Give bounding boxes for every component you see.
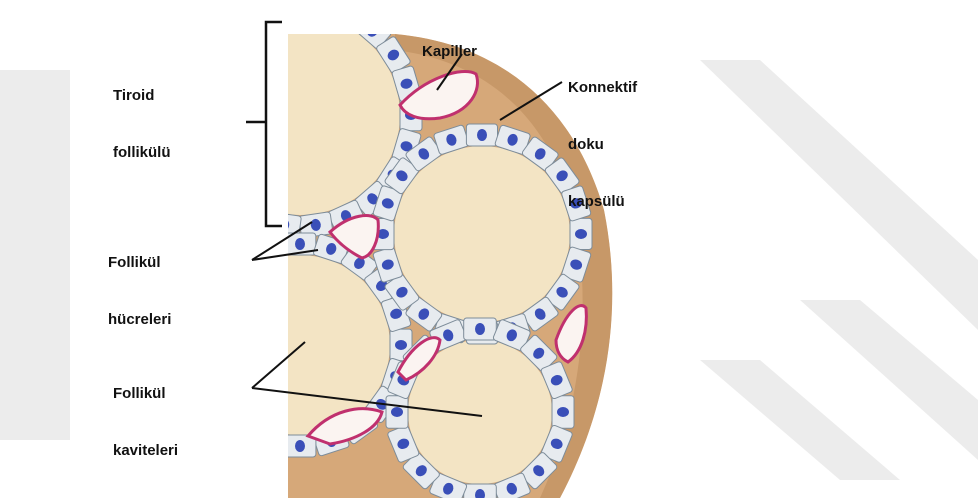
- cell-nucleus: [339, 6, 353, 21]
- cell-nucleus: [295, 440, 305, 452]
- cell-nucleus: [575, 229, 587, 239]
- follicle-cell: [200, 266, 236, 305]
- cell-nucleus: [557, 407, 569, 417]
- label-tiroid-folliculu: Tiroid follikülü: [113, 48, 171, 181]
- follicle-cell: [189, 358, 220, 395]
- cell-nucleus: [247, 208, 261, 223]
- follicle-cell: [178, 128, 208, 165]
- follicle-cell: [299, 0, 334, 18]
- cell-nucleus: [295, 238, 305, 250]
- cell-nucleus: [186, 140, 200, 153]
- cell-nucleus: [395, 340, 407, 350]
- cell-nucleus: [183, 110, 195, 120]
- cell-nucleus: [211, 397, 227, 412]
- label-follikul-hucreleri: Follikül hücreleri: [108, 215, 171, 348]
- follicle-top-right-cavity: [394, 146, 570, 322]
- cell-nucleus: [233, 419, 248, 435]
- follicle-cell: [189, 156, 225, 195]
- follicle-cell: [178, 65, 208, 102]
- follicle-cell: [221, 409, 260, 445]
- follicle-cell: [208, 12, 246, 49]
- cell-nucleus: [262, 434, 275, 449]
- follicle-bracket: [246, 22, 282, 226]
- cell-nucleus: [278, 0, 290, 12]
- watermark-right-chevron-1: [700, 60, 978, 330]
- follicle-cell: [189, 295, 220, 332]
- label-follikul-kaviteleri: Follikül kaviteleri: [113, 346, 178, 479]
- cell-nucleus: [391, 407, 403, 417]
- cell-nucleus: [193, 340, 205, 350]
- cell-nucleus: [475, 323, 485, 335]
- cell-nucleus: [310, 0, 322, 12]
- cell-nucleus: [477, 129, 487, 141]
- label-kapiller: Kapiller: [422, 4, 477, 80]
- follicle-cell: [188, 329, 210, 361]
- label-konnektif-doku-kapsulu: Konnektif doku kapsülü: [568, 40, 637, 230]
- follicle-cell: [189, 36, 225, 75]
- watermark-right-chevron-2: [700, 360, 900, 480]
- watermark-left-chevron: [0, 70, 70, 440]
- follicle-cell: [221, 245, 260, 281]
- cell-nucleus: [197, 307, 212, 320]
- cell-nucleus: [186, 77, 200, 90]
- cell-nucleus: [220, 23, 235, 39]
- cell-nucleus: [197, 370, 212, 383]
- follicle-cell: [267, 0, 302, 18]
- follicle-cell: [178, 99, 200, 131]
- tissue-section: [178, 0, 620, 498]
- follicle-cell: [200, 385, 236, 424]
- follicle-cell: [327, 0, 365, 31]
- cell-nucleus: [220, 191, 235, 207]
- cell-nucleus: [199, 48, 215, 63]
- follicle-cell: [208, 180, 246, 217]
- cell-nucleus: [211, 278, 227, 293]
- follicle-cell: [250, 426, 287, 457]
- cell-nucleus: [233, 256, 248, 272]
- cell-nucleus: [199, 168, 215, 183]
- follicle-top-left-cavity: [200, 15, 400, 215]
- cell-nucleus: [247, 6, 261, 21]
